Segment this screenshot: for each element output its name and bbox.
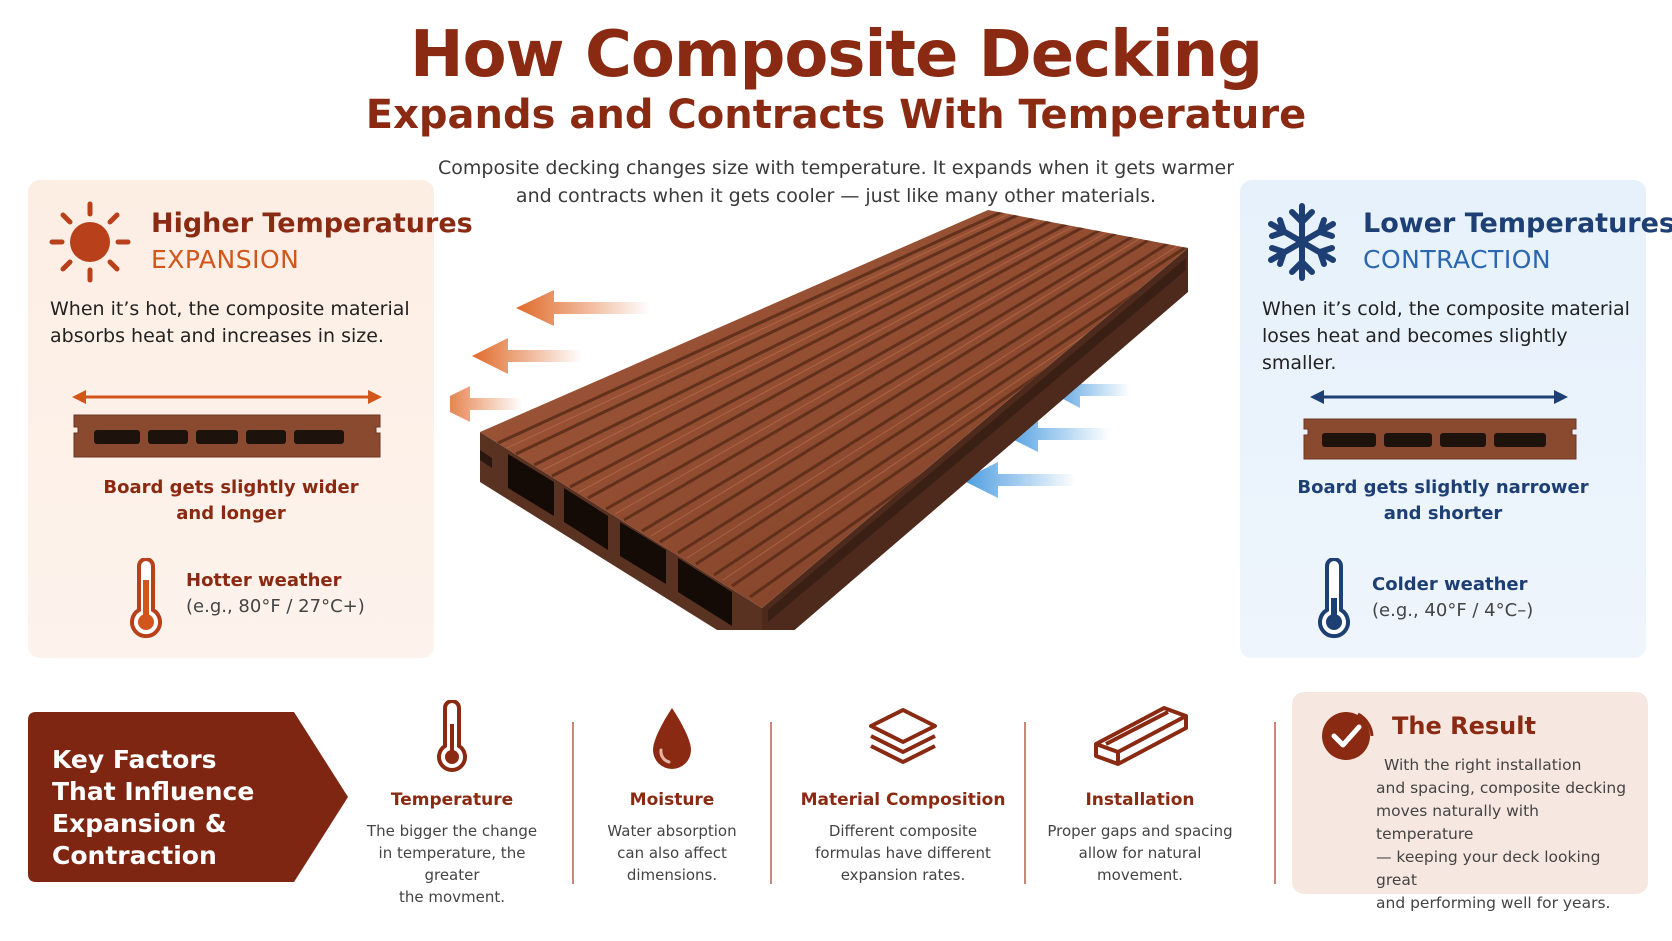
left-arrow-icon (450, 386, 522, 422)
description-line: — keeping your deck looking great (1376, 848, 1601, 889)
caption-line: and shorter (1383, 503, 1503, 524)
factor-temperature: Temperature The bigger the change in tem… (356, 700, 548, 908)
caption-line: Board gets slightly narrower (1297, 477, 1589, 498)
factor-title: Moisture (629, 790, 715, 810)
description-line: Different composite (828, 822, 978, 840)
contraction-double-arrow (1310, 390, 1568, 404)
description-line: The bigger the change (366, 822, 538, 840)
factor-installation: Installation Proper gaps and spacing all… (1040, 700, 1240, 886)
factor-description: Different composite formulas have differ… (800, 820, 1006, 886)
cold-weather-value: (e.g., 40°F / 4°C–) (1372, 600, 1534, 621)
factor-description: The bigger the change in temperature, th… (356, 820, 548, 908)
contraction-description: When it’s cold, the composite material l… (1262, 298, 1630, 374)
hot-thermometer-icon (130, 558, 162, 639)
hot-weather-value: (e.g., 80°F / 27°C+) (186, 596, 365, 617)
description-line: Water absorption (607, 822, 737, 840)
page-title: How Composite Decking (410, 18, 1263, 92)
contraction-title: Lower Temperatures (1363, 208, 1672, 239)
factor-description: Water absorption can also affect dimensi… (584, 820, 760, 886)
divider (1274, 722, 1276, 884)
cold-thermometer-icon (1318, 558, 1350, 639)
description-line: With the right installation (1384, 756, 1582, 774)
cold-weather-label: Colder weather (1372, 574, 1528, 595)
expansion-board-caption: Board gets slightly wider and longer (28, 475, 434, 527)
expansion-description: When it’s hot, the composite material ab… (50, 298, 410, 347)
sun-icon (46, 198, 134, 286)
divider (1024, 722, 1026, 884)
description-line: Proper gaps and spacing (1047, 822, 1233, 840)
description-line: formulas have different (815, 844, 991, 862)
factor-title: Installation (1085, 790, 1195, 810)
factor-title: Material Composition (800, 790, 1006, 810)
layers-icon (869, 708, 937, 764)
result-title: The Result (1392, 712, 1536, 740)
caption-line: Board gets slightly wider (103, 477, 359, 498)
expanded-board-diagram (72, 390, 382, 458)
left-arrow-icon (962, 462, 1076, 498)
description-line: and performing well for years. (1376, 894, 1611, 912)
description-line: in temperature, the greater (378, 844, 526, 884)
contraction-subtitle: CONTRACTION (1363, 245, 1552, 274)
result-description: With the right installation and spacing,… (1376, 754, 1636, 915)
description-line: expansion rates. (840, 866, 966, 884)
description-line: dimensions. (626, 866, 718, 884)
left-arrow-icon (516, 290, 650, 326)
plank-icon (1094, 706, 1188, 766)
hot-weather-label: Hotter weather (186, 570, 342, 591)
board-cross-section (73, 414, 381, 458)
description-line: and spacing, composite decking (1376, 779, 1627, 797)
factor-material-composition: Material Composition Different composite… (800, 700, 1006, 886)
caption-line: and longer (176, 503, 286, 524)
key-factors-heading: Key Factors That Influence Expansion & C… (52, 744, 342, 872)
expansion-title: Higher Temperatures (151, 208, 473, 239)
divider (572, 722, 574, 884)
result-card: The Result With the right installation a… (1292, 692, 1648, 912)
deck-board-illustration (450, 210, 1188, 630)
factor-moisture: Moisture Water absorption can also affec… (584, 700, 760, 886)
hot-expansion-arrows (450, 290, 650, 422)
key-factors-banner (28, 712, 348, 882)
contraction-panel: Lower Temperatures CONTRACTION When it’s… (1240, 180, 1672, 658)
heading-line: That Influence (52, 777, 255, 806)
expansion-double-arrow (72, 390, 382, 404)
description-line: can also affect (617, 844, 727, 862)
divider (770, 722, 772, 884)
water-drop-icon (653, 708, 691, 769)
heading-line: Expansion & Contraction (52, 809, 227, 870)
factor-title: Temperature (390, 790, 514, 810)
description-line: moves naturally with temperature (1376, 802, 1539, 843)
intro-text: Composite decking changes size with temp… (437, 157, 1235, 207)
contracted-board-diagram (1303, 390, 1577, 460)
expansion-subtitle: EXPANSION (151, 245, 300, 274)
page-subtitle: Expands and Contracts With Temperature (365, 92, 1307, 138)
snowflake-icon (1258, 198, 1346, 286)
check-circle-icon (1322, 712, 1374, 760)
description-line: the movment. (398, 888, 506, 906)
factor-description: Proper gaps and spacing allow for natura… (1040, 820, 1240, 886)
description-line: allow for natural movement. (1078, 844, 1202, 884)
left-arrow-icon (472, 338, 582, 374)
expansion-panel: Higher Temperatures EXPANSION When it’s … (28, 180, 473, 658)
contraction-board-caption: Board gets slightly narrower and shorter (1240, 475, 1646, 527)
heading-line: Key Factors (52, 745, 217, 774)
board-cross-section (1303, 418, 1577, 460)
thermometer-icon (437, 700, 467, 772)
